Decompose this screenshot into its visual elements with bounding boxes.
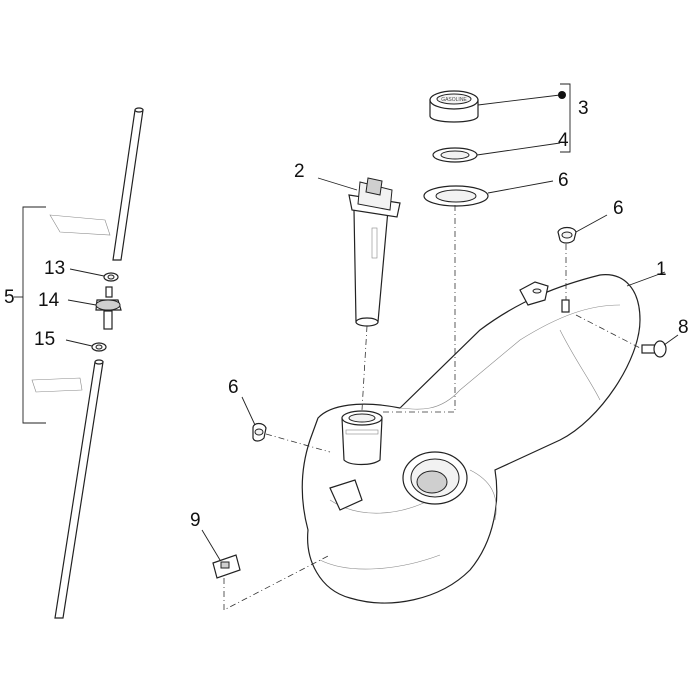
seal-ring bbox=[423, 180, 554, 207]
clip-nut-9 bbox=[201, 529, 241, 579]
part-label-3: 3 bbox=[578, 98, 589, 119]
part-label-14: 14 bbox=[38, 290, 60, 311]
part-label-6-lower: 6 bbox=[228, 377, 239, 398]
part-label-9: 9 bbox=[190, 510, 201, 531]
hose-clamp-13 bbox=[69, 268, 119, 282]
part-label-4: 4 bbox=[558, 130, 569, 151]
assembly-lines bbox=[223, 205, 643, 611]
fuel-valve-14 bbox=[67, 286, 122, 330]
cap-marking: GASOLINE bbox=[441, 97, 467, 103]
part-label-1: 1 bbox=[656, 259, 667, 280]
part-label-5: 5 bbox=[4, 287, 15, 308]
part-label-15: 15 bbox=[34, 329, 56, 350]
hose-routing-ghost bbox=[31, 214, 111, 393]
hose-clamp-15 bbox=[65, 339, 107, 352]
part-label-7: 6 bbox=[558, 170, 569, 191]
cap-gasket bbox=[432, 142, 561, 163]
cap-group-bracket bbox=[560, 83, 571, 153]
fuel-tank bbox=[301, 271, 666, 604]
part-label-13: 13 bbox=[44, 258, 66, 279]
part-label-6-upper: 6 bbox=[613, 198, 624, 219]
hose-clip-6-upper bbox=[557, 214, 608, 244]
upper-fuel-hose bbox=[112, 107, 144, 261]
lower-fuel-hose bbox=[54, 359, 104, 619]
new-part-dot bbox=[558, 91, 566, 99]
part-label-2: 2 bbox=[294, 161, 305, 182]
fuel-cap: GASOLINE bbox=[429, 90, 566, 123]
mounting-screw-8 bbox=[641, 334, 679, 358]
fuel-level-sender bbox=[317, 177, 401, 327]
hose-group-bracket bbox=[14, 206, 46, 424]
part-label-8: 8 bbox=[678, 317, 689, 338]
hose-clip-6-lower bbox=[241, 396, 267, 442]
